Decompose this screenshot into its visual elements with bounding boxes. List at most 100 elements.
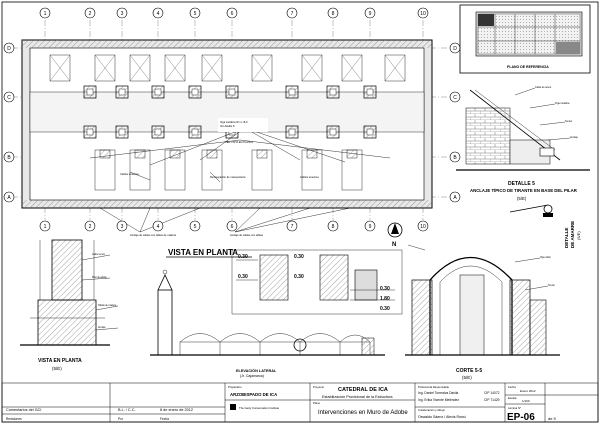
pillar (83, 125, 97, 139)
chapel-cell (164, 54, 186, 82)
tb-date-label: Fecha (508, 385, 516, 389)
tb-scale: 1/100 (522, 399, 530, 403)
grid-column-label: 7 (291, 224, 294, 230)
svg-text:Pilar de adobe: Pilar de adobe (92, 276, 108, 279)
grid-column-label: 9 (369, 11, 372, 17)
grid-column-bubble: 9 (364, 7, 376, 19)
pillar (151, 125, 165, 139)
grid-column-label: 1 (44, 11, 47, 17)
tb-scale-label: Escala (508, 396, 517, 400)
tb-collab: Oswaldo Sáenz / Alexis Rossi (418, 415, 466, 419)
svg-text:Anclaje de cables con tablas d: Anclaje de cables con tablas de madera (130, 233, 177, 237)
tb-comments: Comentarios del GCI (6, 408, 41, 412)
grid-column-label: 5 (194, 224, 197, 230)
grid-column-label: 8 (332, 224, 335, 230)
svg-text:Cables tensores: Cables tensores (120, 172, 139, 176)
dim-030-a: 0.30 (238, 254, 248, 260)
svg-text:Anclaje: Anclaje (570, 136, 579, 139)
svg-text:Tensor: Tensor (565, 120, 572, 123)
chapel-cell (251, 54, 273, 82)
tb-rev-by: B.L. / C.C. (118, 408, 136, 412)
grid-column-bubble: 5 (189, 7, 201, 19)
north-label: N (392, 242, 396, 248)
tb-project: CATEDRAL DE ICA (338, 387, 388, 393)
grid-row-bubble: C (449, 91, 461, 103)
detail-5-scale: (5/E) (517, 196, 527, 201)
grid-row-bubble: B (3, 151, 15, 163)
grid-row-bubble: D (449, 42, 461, 54)
grid-column-label: 7 (291, 11, 294, 17)
tb-project-label: Proyecto (313, 385, 324, 389)
tb-eng2: Ing. Erika Vicente Meléndez (418, 398, 459, 402)
grid-column-bubble: 8 (327, 7, 339, 19)
detail-plan: Cable tensor Pilar de adobe Tablas de ma… (20, 239, 119, 371)
grid-row-bubble: C (3, 91, 15, 103)
detail-plan-notes: Cable tensor Pilar de adobe Tablas de ma… (92, 253, 117, 329)
svg-text:Reintegración de mampostería: Reintegración de mampostería (210, 175, 246, 179)
grid-column-bubble: 5 (189, 220, 201, 232)
grid-column-bubble: 10 (417, 220, 429, 232)
pillar (225, 85, 239, 99)
detail-1-dimensions: 0.30 0.30 0.30 0.30 0.30 1.80 0.30 (231, 249, 403, 315)
detail-5-subtitle: ANCLAJE TÍPICO DE TIRANTE EN BASE DEL PI… (470, 188, 578, 193)
tb-plan-name: Intervenciones en Muro de Adobe (318, 410, 408, 416)
svg-text:Anclaje de cables con tablas: Anclaje de cables con tablas (230, 233, 264, 237)
grid-column-label: 4 (157, 224, 160, 230)
grid-column-label: 2 (89, 224, 92, 230)
grid-row-bubble: D (3, 42, 15, 54)
south-chapel-cell (94, 149, 116, 191)
dim-030-e: 0.30 (380, 286, 390, 292)
detail-5-notes: Cable de acero Viga metálica Tensor Ancl… (535, 86, 579, 139)
pillar (363, 85, 377, 99)
plan-pillars (49, 54, 406, 191)
grid-row-bubble: B (449, 151, 461, 163)
pillar (115, 125, 129, 139)
dim-030-b: 0.30 (238, 274, 248, 280)
grid-column-label: 3 (121, 224, 124, 230)
svg-text:Tablas de madera: Tablas de madera (98, 304, 117, 307)
tb-eng2-cip: CIP 71429 (484, 398, 500, 402)
plan-title: VISTA EN PLANTA (168, 248, 238, 257)
south-chapel-cell (129, 149, 151, 191)
pillar (115, 85, 129, 99)
title-block: Comentarios del GCI Revisiones B.L. / C.… (1, 382, 599, 423)
svg-text:Cable tensor: Cable tensor (92, 253, 105, 256)
tb-eng1: Ing. Daniel Torrealva Dávila (418, 391, 458, 395)
tb-plan-label: Plano (313, 401, 321, 405)
detail-plan-scale: (5/E) (52, 366, 62, 371)
chapel-cell (129, 54, 151, 82)
tb-rev-date: 8 de enero de 2012 (160, 408, 193, 412)
grid-column-bubble: 6 (226, 220, 238, 232)
chapel-cell (94, 54, 116, 82)
grid-row-label: D (7, 46, 11, 52)
dim-030-d: 0.30 (294, 274, 304, 280)
grid-row-label: B (453, 155, 457, 161)
section-notes: Viga collar Tensor (540, 256, 555, 287)
tb-rev-fecha: Fecha (160, 417, 169, 421)
grid-column-bubble: 2 (84, 220, 96, 232)
svg-text:Viga metálica: Viga metálica (555, 102, 570, 105)
svg-text:Ver detalle 5: Ver detalle 5 (220, 124, 235, 128)
pillar (326, 85, 340, 99)
pillar (326, 125, 340, 139)
pillar (188, 85, 202, 99)
svg-text:VER VISTA EN PLANTA: VER VISTA EN PLANTA (225, 140, 253, 144)
chapel-cell (301, 54, 323, 82)
grid-row-label: D (453, 46, 457, 52)
tb-professionals-label: Profesional Responsable (418, 385, 450, 389)
chapel-cell (384, 54, 406, 82)
grid-column-bubble: 3 (116, 220, 128, 232)
south-wall-hatch (22, 200, 432, 208)
grid-column-label: 5 (194, 11, 197, 17)
plan-leaders (89, 127, 391, 233)
main-plan: Viga metálica W x L.B.C. Ver detalle 5 V… (12, 20, 448, 258)
pillar (151, 85, 165, 99)
grid-column-label: 10 (420, 11, 426, 17)
tb-sponsor: The Getty Conservation Institute (239, 406, 280, 410)
chapel-cell (49, 54, 71, 82)
grid-column-bubble: 8 (327, 220, 339, 232)
tb-sheet-label: Lámina N° (508, 406, 521, 410)
grid-column-bubble: 1 (39, 7, 51, 19)
